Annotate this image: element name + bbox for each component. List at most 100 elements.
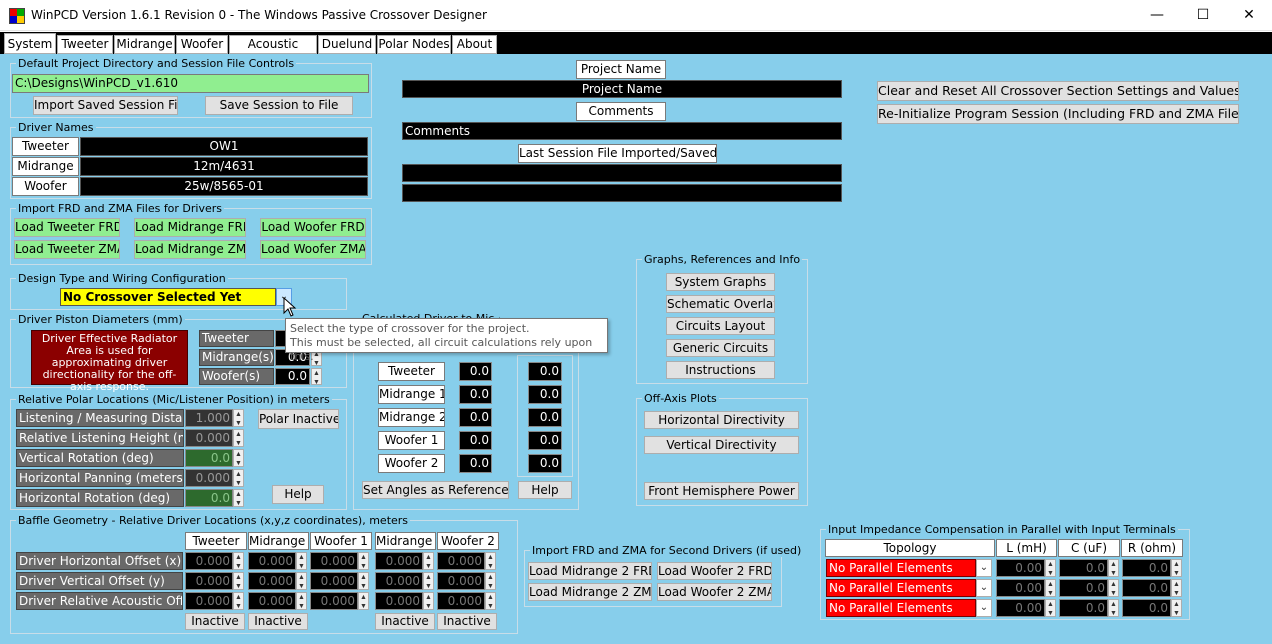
woofer-name-input[interactable]: 25w/8565-01 [80,177,368,196]
listening-distance-input[interactable]: 1.000 [185,409,233,427]
tab-about[interactable]: About [452,35,497,54]
baffle-y-woofer2[interactable]: 0.000 [437,572,485,590]
load-woofer2-frd-button[interactable]: Load Woofer 2 FRD [657,562,772,580]
baffle-z-midrange1[interactable]: 0.000 [248,592,296,610]
listening-distance-spinner[interactable]: ▲▼ [233,409,244,427]
impedance-topology-select-1[interactable]: No Parallel Elements [826,559,976,577]
horizontal-panning-spinner[interactable]: ▲▼ [233,469,244,487]
load-woofer2-zma-button[interactable]: Load Woofer 2 ZMA [657,583,772,601]
project-name-input[interactable]: Project Name [402,80,842,98]
load-midrange-zma-button[interactable]: Load Midrange ZMA [134,240,246,259]
set-angles-reference-button[interactable]: Set Angles as Reference [362,481,509,499]
baffle-x-midrange1-spinner[interactable]: ▲▼ [296,552,307,570]
load-midrange2-zma-button[interactable]: Load Midrange 2 ZMA [528,583,652,601]
baffle-y-midrange2-spinner[interactable]: ▲▼ [423,572,434,590]
baffle-x-tweeter[interactable]: 0.000 [185,552,233,570]
baffle-y-woofer2-spinner[interactable]: ▲▼ [485,572,496,590]
impedance-r-2-spinner[interactable]: ▲▼ [1171,579,1182,597]
baffle-x-midrange2[interactable]: 0.000 [375,552,423,570]
vertical-directivity-button[interactable]: Vertical Directivity [644,436,799,454]
load-tweeter-zma-button[interactable]: Load Tweeter ZMA [14,240,120,259]
load-woofer-frd-button[interactable]: Load Woofer FRD [260,218,366,237]
piston-woofer-spinner[interactable]: ▲▼ [311,368,322,386]
baffle-z-woofer1[interactable]: 0.000 [310,592,358,610]
baffle-midrange2-inactive-button[interactable]: Inactive [375,613,435,630]
tab-acoustic-offset[interactable]: Acoustic Offset [229,35,317,68]
midrange-name-input[interactable]: 12m/4631 [80,157,368,176]
schematic-overlays-button[interactable]: Schematic Overlays [666,295,775,313]
baffle-y-tweeter-spinner[interactable]: ▲▼ [233,572,244,590]
impedance-l-3-spinner[interactable]: ▲▼ [1045,599,1056,617]
system-graphs-button[interactable]: System Graphs [666,273,775,291]
vertical-rotation-spinner[interactable]: ▲▼ [233,449,244,467]
impedance-l-2-spinner[interactable]: ▲▼ [1045,579,1056,597]
impedance-r-3-spinner[interactable]: ▲▼ [1171,599,1182,617]
impedance-c-1-spinner[interactable]: ▲▼ [1108,559,1119,577]
import-session-button[interactable]: Import Saved Session File [33,96,178,115]
generic-circuits-button[interactable]: Generic Circuits [666,339,775,357]
impedance-r-1[interactable]: 0.0 [1122,559,1171,577]
impedance-topology-select-3[interactable]: No Parallel Elements [826,599,976,617]
project-directory-path[interactable]: C:\Designs\WinPCD_v1.610 [12,74,369,93]
tab-midrange[interactable]: Midrange [114,35,175,54]
listening-height-spinner[interactable]: ▲▼ [233,429,244,447]
baffle-z-woofer2[interactable]: 0.000 [437,592,485,610]
baffle-woofer2-inactive-button[interactable]: Inactive [437,613,497,630]
impedance-c-2[interactable]: 0.0 [1059,579,1108,597]
comments-input[interactable]: Comments [402,122,842,140]
horizontal-directivity-button[interactable]: Horizontal Directivity [644,411,799,429]
baffle-x-woofer2[interactable]: 0.000 [437,552,485,570]
horizontal-panning-input[interactable]: 0.000 [185,469,233,487]
baffle-y-midrange2[interactable]: 0.000 [375,572,423,590]
baffle-x-woofer1-spinner[interactable]: ▲▼ [358,552,369,570]
piston-woofer-input[interactable]: 0.0 [275,368,310,385]
load-tweeter-frd-button[interactable]: Load Tweeter FRD [14,218,120,237]
tab-woofer[interactable]: Woofer [176,35,228,54]
crossover-type-select[interactable]: No Crossover Selected Yet [60,288,276,306]
impedance-l-3[interactable]: 0.00 [996,599,1045,617]
impedance-topology-select-2[interactable]: No Parallel Elements [826,579,976,597]
chevron-down-icon[interactable]: ⌄ [976,559,992,577]
baffle-x-midrange1[interactable]: 0.000 [248,552,296,570]
impedance-l-1[interactable]: 0.00 [996,559,1045,577]
impedance-l-2[interactable]: 0.00 [996,579,1045,597]
tab-duelund[interactable]: Duelund [318,35,376,54]
baffle-y-midrange1-spinner[interactable]: ▲▼ [296,572,307,590]
baffle-x-woofer1[interactable]: 0.000 [310,552,358,570]
tab-tweeter[interactable]: Tweeter [57,35,113,54]
baffle-z-woofer1-spinner[interactable]: ▲▼ [358,592,369,610]
tab-system[interactable]: System [4,33,56,54]
polar-help-button[interactable]: Help [272,485,324,504]
load-midrange2-frd-button[interactable]: Load Midrange 2 FRD [528,562,652,580]
load-woofer-zma-button[interactable]: Load Woofer ZMA [260,240,366,259]
front-hemisphere-power-button[interactable]: Front Hemisphere Power [644,482,799,500]
baffle-y-midrange1[interactable]: 0.000 [248,572,296,590]
impedance-r-1-spinner[interactable]: ▲▼ [1171,559,1182,577]
maximize-button[interactable]: ☐ [1196,7,1210,23]
load-midrange-frd-button[interactable]: Load Midrange FRD [134,218,246,237]
impedance-c-3-spinner[interactable]: ▲▼ [1108,599,1119,617]
baffle-x-midrange2-spinner[interactable]: ▲▼ [423,552,434,570]
polar-inactive-button[interactable]: Polar Inactive [258,409,339,429]
baffle-tweeter-inactive-button[interactable]: Inactive [185,613,245,630]
baffle-z-midrange2-spinner[interactable]: ▲▼ [423,592,434,610]
horizontal-rotation-spinner[interactable]: ▲▼ [233,489,244,507]
instructions-button[interactable]: Instructions [666,361,775,379]
impedance-r-3[interactable]: 0.0 [1122,599,1171,617]
impedance-l-1-spinner[interactable]: ▲▼ [1045,559,1056,577]
baffle-z-woofer2-spinner[interactable]: ▲▼ [485,592,496,610]
baffle-z-tweeter-spinner[interactable]: ▲▼ [233,592,244,610]
circuits-layout-button[interactable]: Circuits Layout [666,317,775,335]
baffle-y-woofer1-spinner[interactable]: ▲▼ [358,572,369,590]
baffle-z-midrange2[interactable]: 0.000 [375,592,423,610]
tweeter-name-input[interactable]: OW1 [80,137,368,156]
impedance-c-1[interactable]: 0.0 [1059,559,1108,577]
angles-help-button[interactable]: Help [518,481,572,499]
clear-reset-button[interactable]: Clear and Reset All Crossover Section Se… [877,81,1239,101]
baffle-z-tweeter[interactable]: 0.000 [185,592,233,610]
minimize-button[interactable]: — [1150,7,1164,23]
baffle-y-tweeter[interactable]: 0.000 [185,572,233,590]
impedance-r-2[interactable]: 0.0 [1122,579,1171,597]
chevron-down-icon[interactable]: ⌄ [976,579,992,597]
baffle-y-woofer1[interactable]: 0.000 [310,572,358,590]
